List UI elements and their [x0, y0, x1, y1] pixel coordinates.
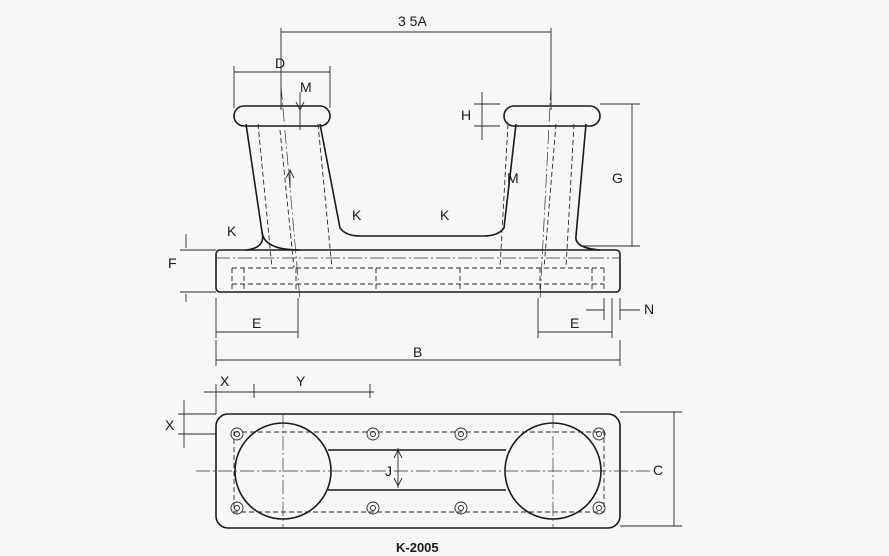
label-k-mid-right: K	[440, 207, 450, 223]
label-y: Y	[296, 373, 306, 389]
label-m-right: M	[507, 170, 519, 186]
label-j: J	[385, 463, 392, 479]
right-post	[575, 123, 601, 251]
label-e-left: E	[252, 315, 261, 331]
label-e-right: E	[570, 315, 579, 331]
label-c: C	[653, 462, 663, 478]
label-x-horizontal: X	[220, 373, 230, 389]
drawing-caption: K-2005	[396, 540, 439, 555]
label-x-vertical: X	[165, 417, 175, 433]
label-b: B	[413, 344, 422, 360]
base-plate	[215, 249, 621, 293]
label-n: N	[644, 301, 654, 317]
label-k-left: K	[227, 223, 237, 239]
right-post-cap	[503, 105, 601, 127]
label-d: D	[275, 55, 285, 71]
label-m-top: M	[300, 79, 312, 95]
dimension-lines	[178, 28, 682, 527]
bolt-holes	[230, 427, 606, 515]
label-spacing: 3 5A	[398, 13, 427, 29]
dimension-labels: 3 5A D M H G M K K K F E E N B X Y X J C…	[165, 13, 663, 555]
label-k-mid-left: K	[352, 207, 362, 223]
label-g: G	[612, 170, 623, 186]
left-post-cap	[233, 105, 331, 127]
label-f: F	[168, 255, 177, 271]
plan-view	[196, 413, 650, 529]
left-post	[245, 123, 517, 251]
elevation-view	[215, 85, 621, 301]
label-h: H	[461, 107, 471, 123]
